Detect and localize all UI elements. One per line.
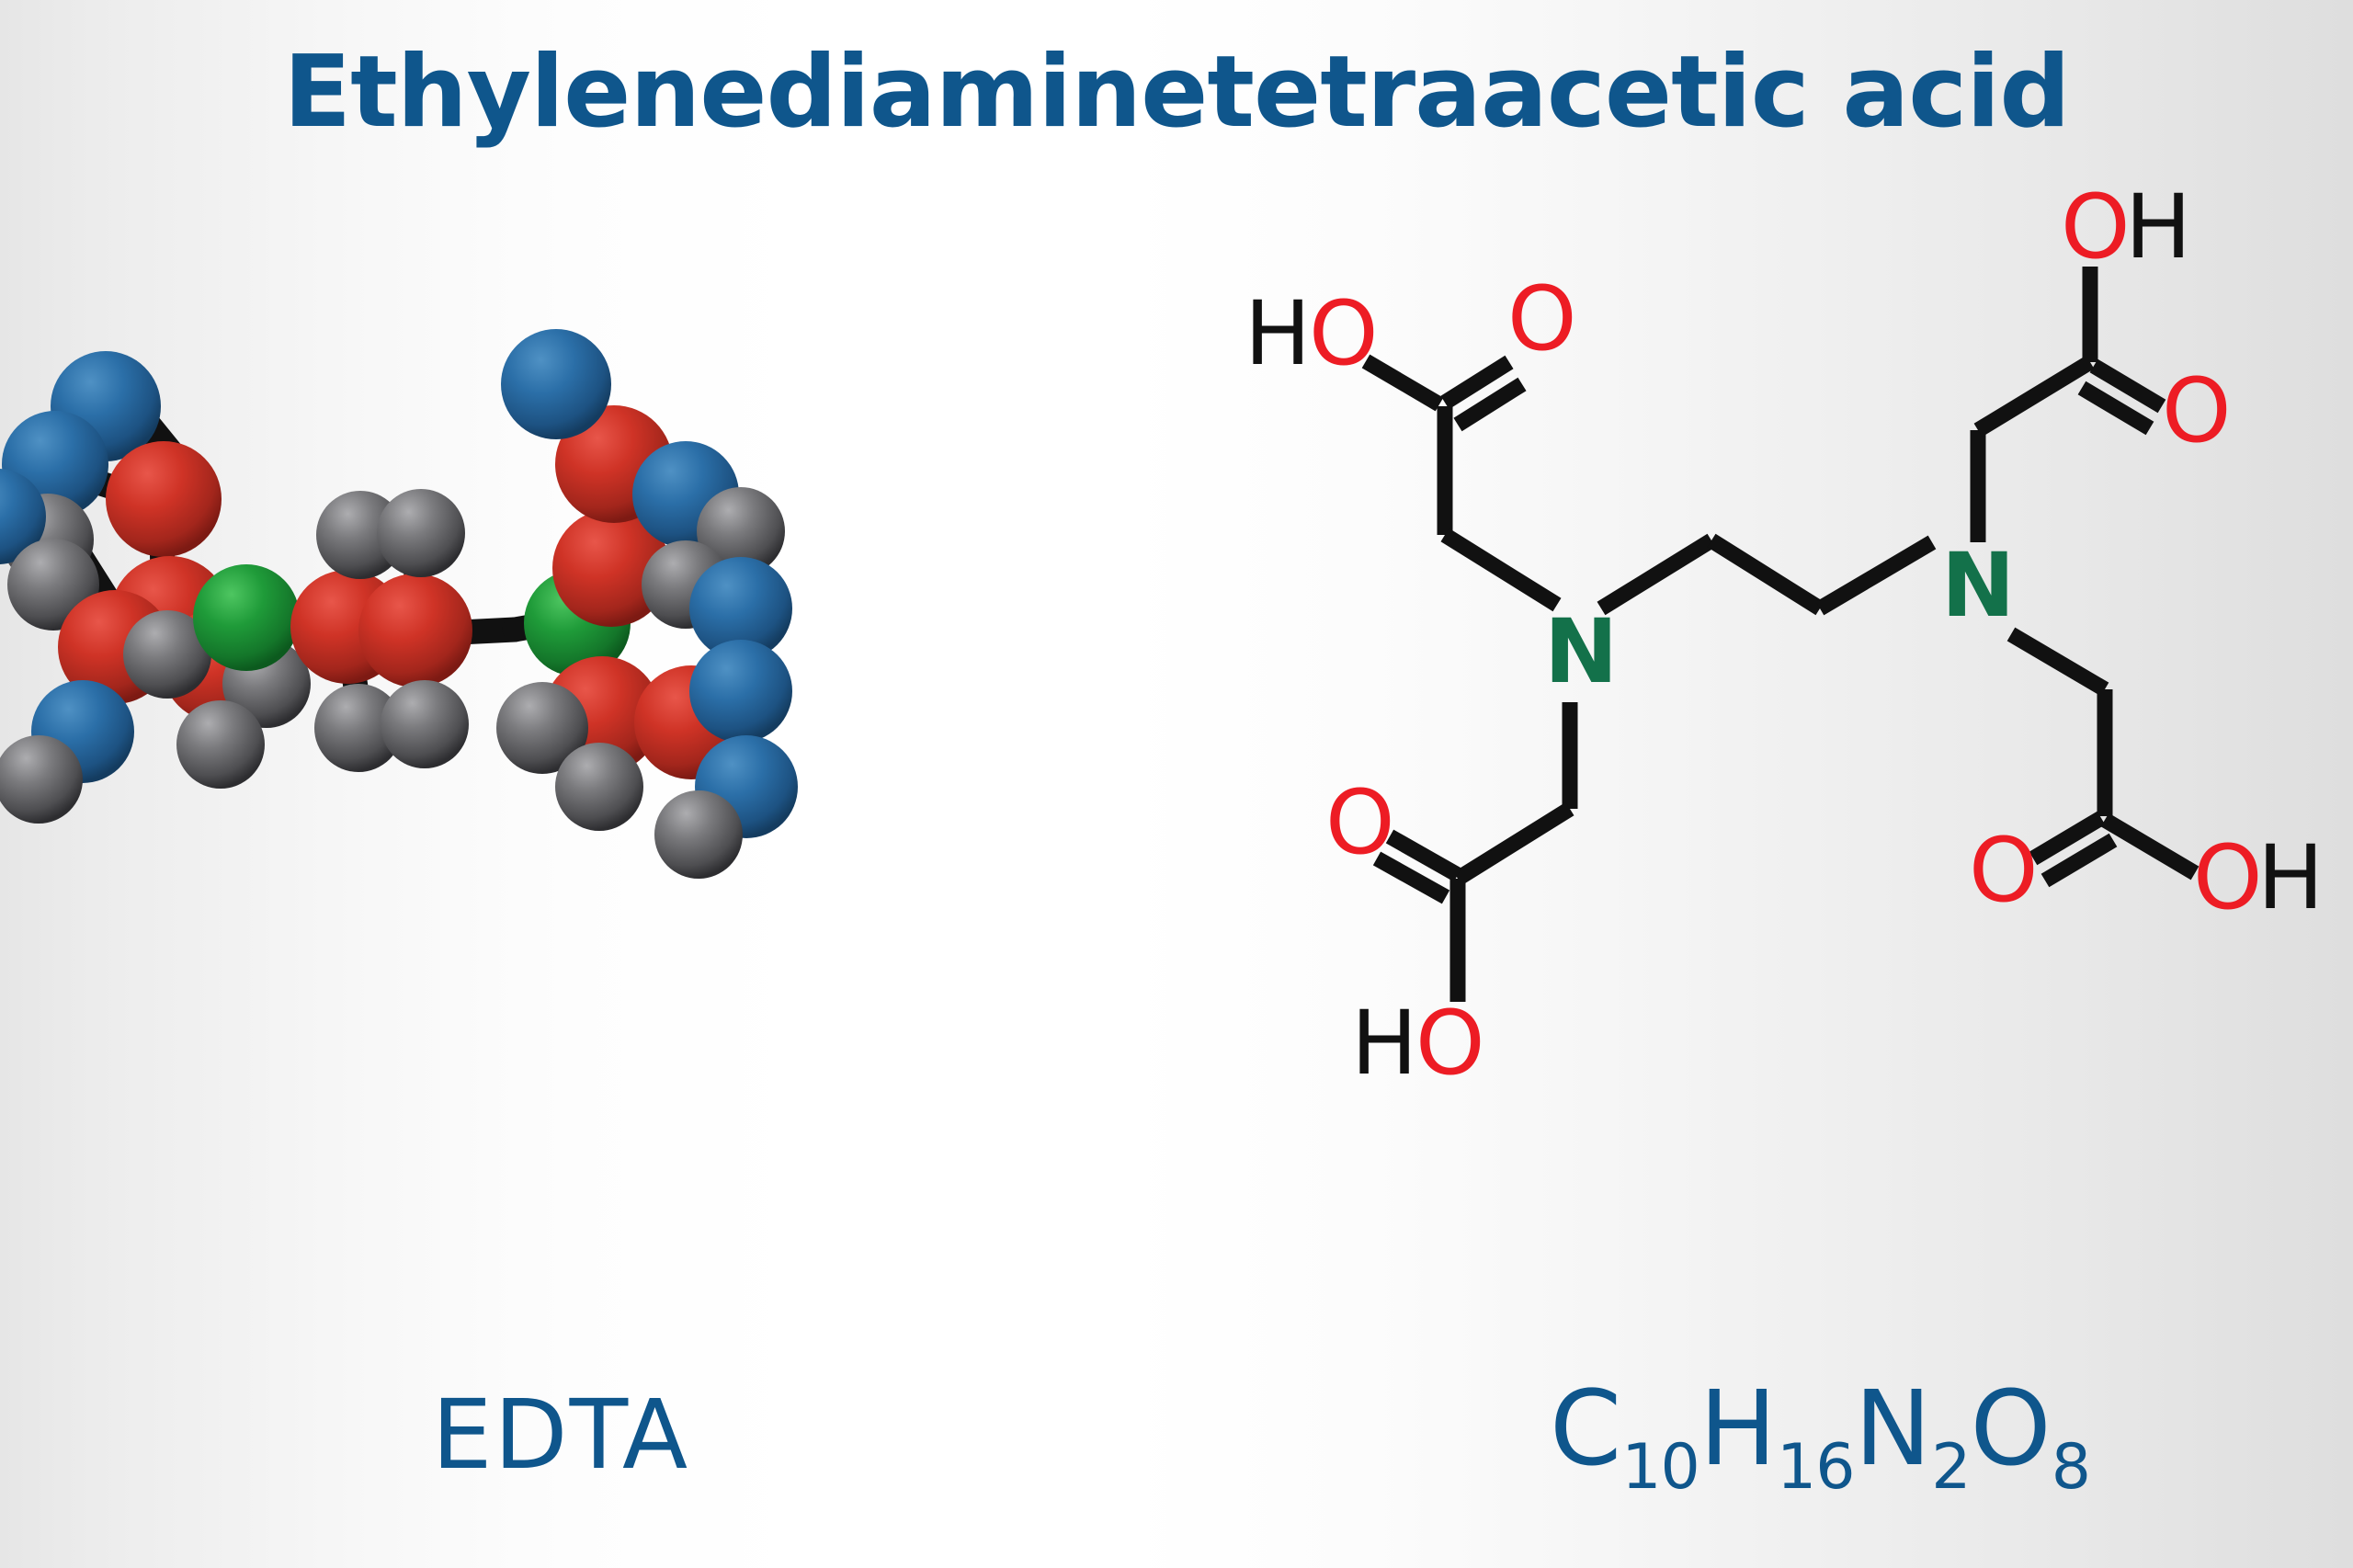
label-h-top-right: H: [2125, 176, 2191, 278]
sphere-hydrogen: [496, 682, 588, 774]
atom-sphere-group: [0, 329, 798, 879]
skeletal-atom-labels: H O O O H O N N O H O O: [1245, 176, 2324, 1095]
skeletal-bond-group: [1361, 267, 2200, 1002]
label-o-double-top-left: O: [1507, 267, 1577, 370]
formula-o-subscript: 8: [2051, 1431, 2091, 1504]
label-o-bottom-right: O: [2193, 826, 2263, 929]
sphere-oxygen: [689, 640, 792, 743]
sphere-hydrogen: [381, 680, 469, 768]
sphere-hydrogen: [654, 790, 743, 879]
sphere-nitrogen: [193, 564, 300, 671]
abbreviation-label: EDTA: [431, 1379, 690, 1491]
label-o-top-right: O: [2061, 176, 2131, 278]
label-h-bottom-left: H: [1351, 992, 1417, 1095]
label-h-bottom-right: H: [2257, 826, 2324, 929]
formula-n-subscript: 2: [1931, 1431, 1971, 1504]
label-o-double-bottom-left: O: [1325, 771, 1395, 874]
ball-and-stick-model: [0, 276, 1232, 1195]
label-o-bottom-left: O: [1415, 992, 1485, 1095]
sphere-hydrogen: [697, 487, 785, 575]
sphere-hydrogen: [555, 743, 643, 831]
sphere-hydrogen: [377, 489, 465, 577]
label-h-top-left: H: [1245, 282, 1311, 385]
label-nitrogen-left: N: [1544, 600, 1618, 703]
formula-h: H: [1699, 1369, 1777, 1489]
sphere-carbon: [552, 509, 670, 627]
label-o-top-left: O: [1309, 282, 1379, 385]
formula-h-subscript: 16: [1776, 1431, 1856, 1504]
label-o-double-top-right: O: [2162, 359, 2232, 462]
sphere-oxygen: [689, 557, 792, 660]
formula-c: C: [1550, 1369, 1622, 1489]
sphere-hydrogen: [123, 610, 211, 699]
sphere-oxygen: [501, 329, 611, 439]
sphere-carbon: [358, 574, 472, 687]
sphere-hydrogen: [0, 735, 83, 824]
chemical-formula: C10H16N2O8: [1489, 1369, 2151, 1504]
molecule-3d-svg: [0, 329, 798, 879]
label-nitrogen-right: N: [1941, 534, 2015, 637]
sphere-oxygen: [0, 469, 46, 564]
skeletal-structure-svg: H O O O H O N N O H O O: [1245, 176, 2324, 1095]
sphere-hydrogen: [176, 700, 265, 789]
sphere-carbon: [106, 441, 222, 557]
structural-formula: H O O O H O N N O H O O: [1186, 138, 2353, 1241]
formula-c-subscript: 10: [1621, 1431, 1700, 1504]
sphere-hydrogen: [314, 684, 403, 772]
formula-n: N: [1854, 1369, 1932, 1489]
page-title: Ethylenediaminetetraacetic acid: [283, 35, 2070, 150]
label-o-double-bottom-right: O: [1969, 819, 2039, 922]
formula-o: O: [1970, 1369, 2052, 1489]
